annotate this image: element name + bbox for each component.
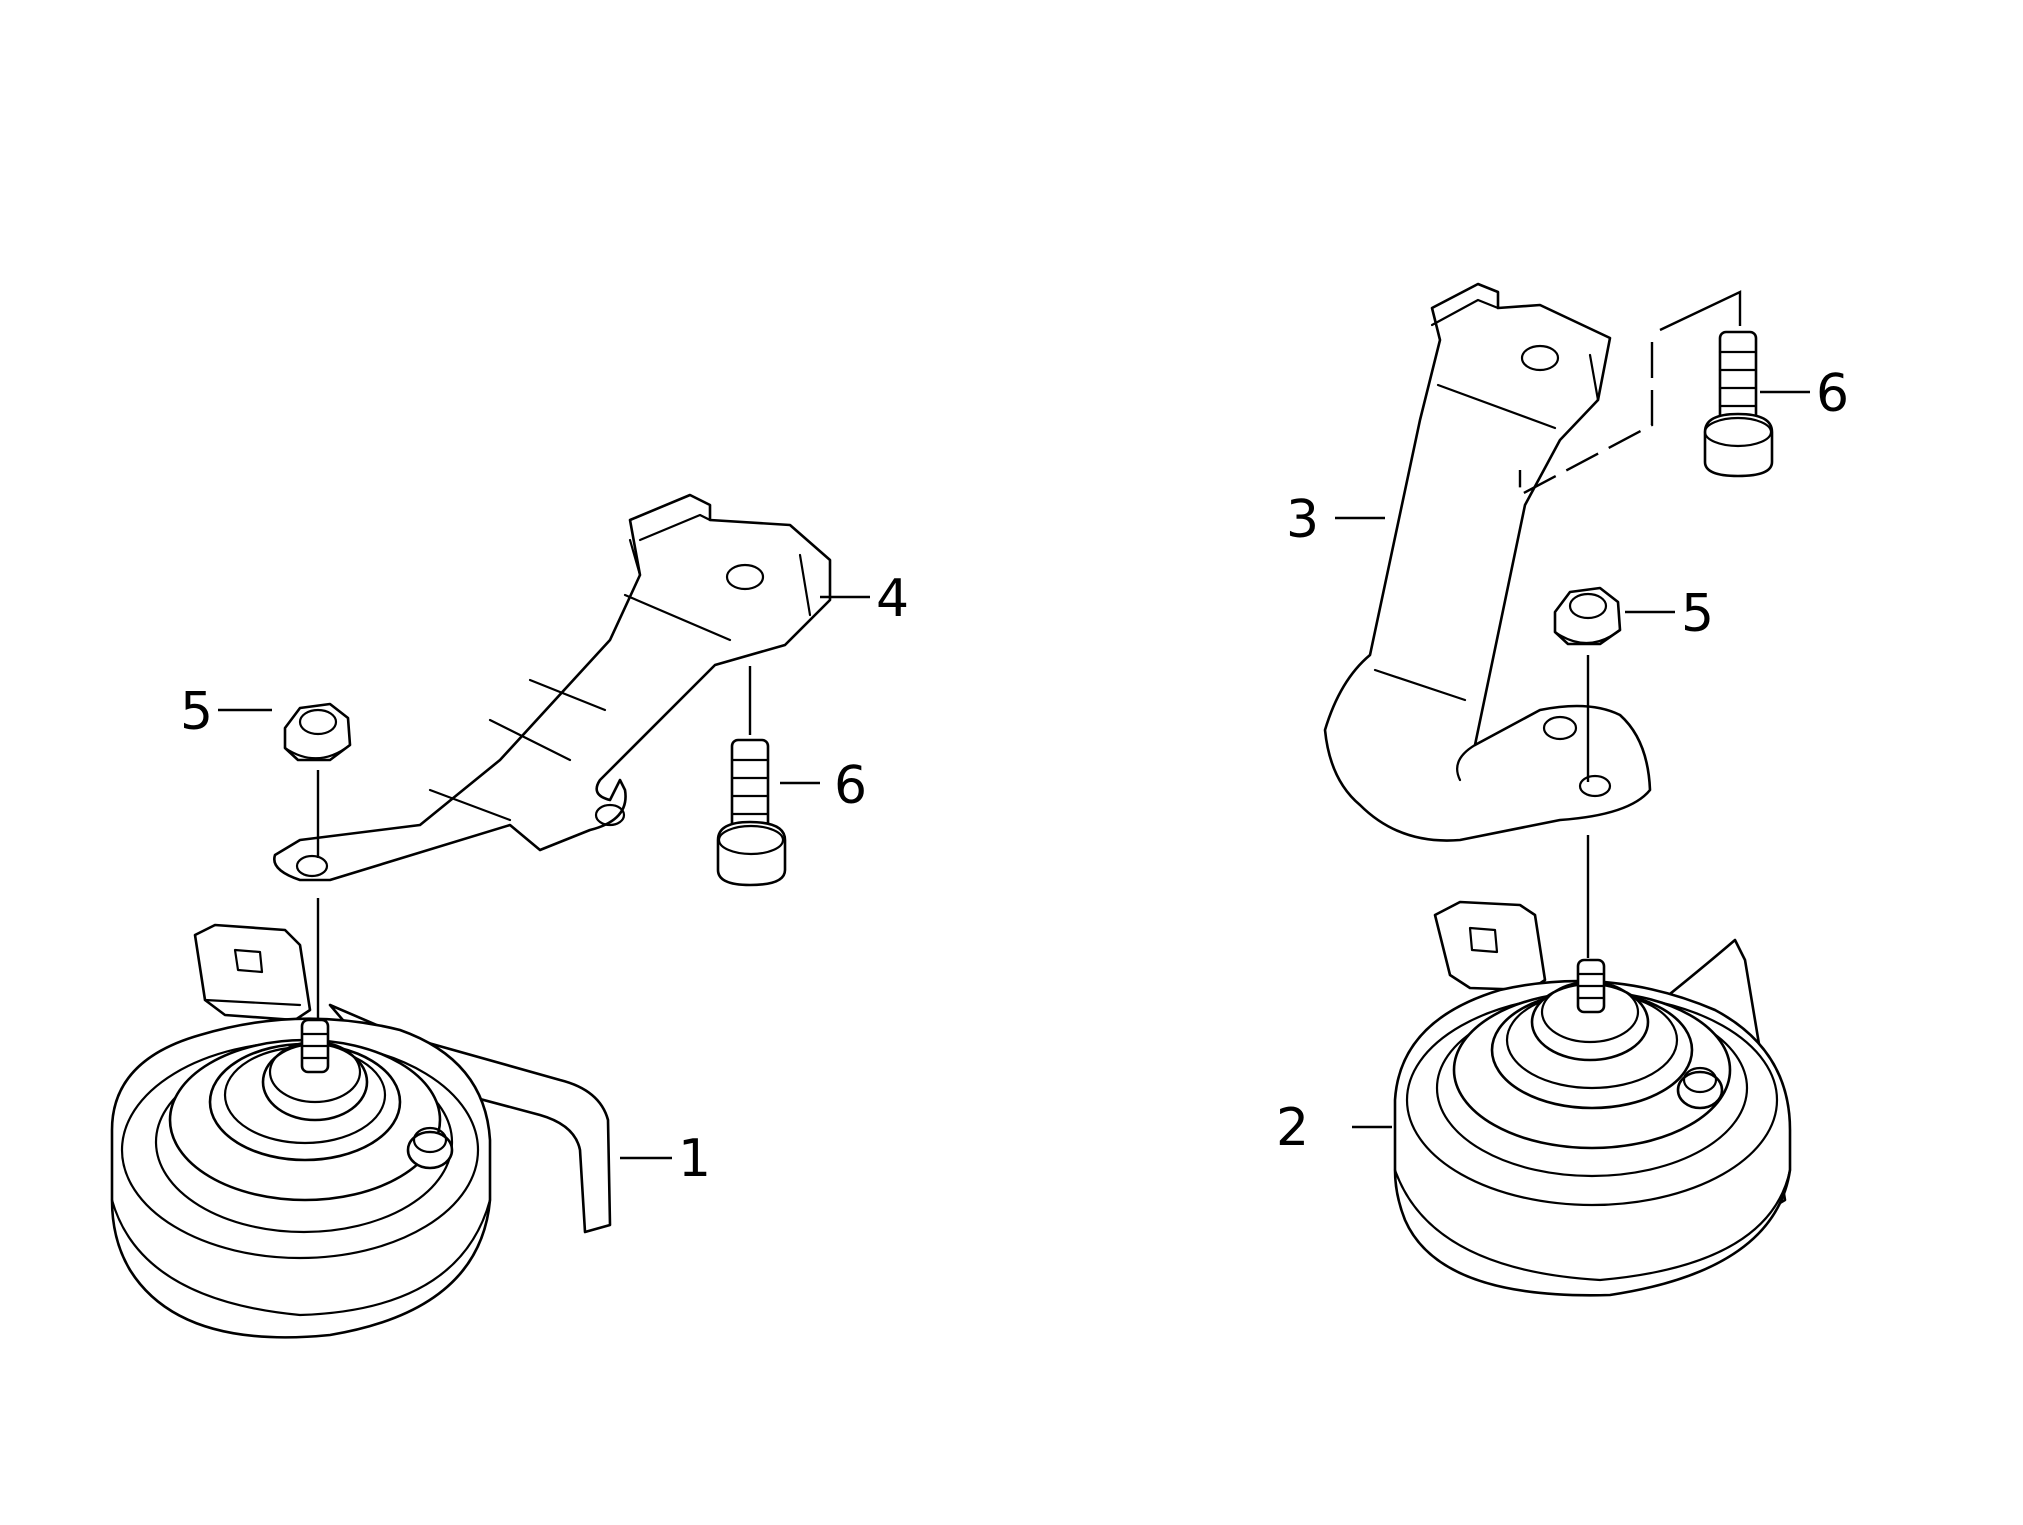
dashed-hidden-line-right-bolt bbox=[1518, 342, 1654, 497]
callout-6-right: 6 bbox=[1816, 364, 1849, 424]
bracket-part-4 bbox=[273, 493, 832, 882]
bolt-part-6-left bbox=[716, 738, 787, 887]
nut-part-5-left bbox=[283, 702, 352, 762]
callout-5-left: 5 bbox=[180, 682, 213, 742]
callout-1: 1 bbox=[678, 1129, 711, 1189]
callout-2: 2 bbox=[1276, 1098, 1309, 1158]
nut-part-5-right bbox=[1553, 586, 1622, 646]
callout-6-left: 6 bbox=[834, 756, 867, 816]
callout-3: 3 bbox=[1286, 490, 1319, 550]
callout-5-right: 5 bbox=[1681, 584, 1714, 644]
bracket-part-3 bbox=[1323, 282, 1652, 842]
horn-part-1 bbox=[110, 923, 612, 1339]
callout-4: 4 bbox=[876, 569, 909, 629]
horn-part-2 bbox=[1393, 900, 1792, 1297]
axis-line-right-bolt bbox=[1659, 290, 1742, 332]
bolt-part-6-right bbox=[1703, 330, 1774, 478]
